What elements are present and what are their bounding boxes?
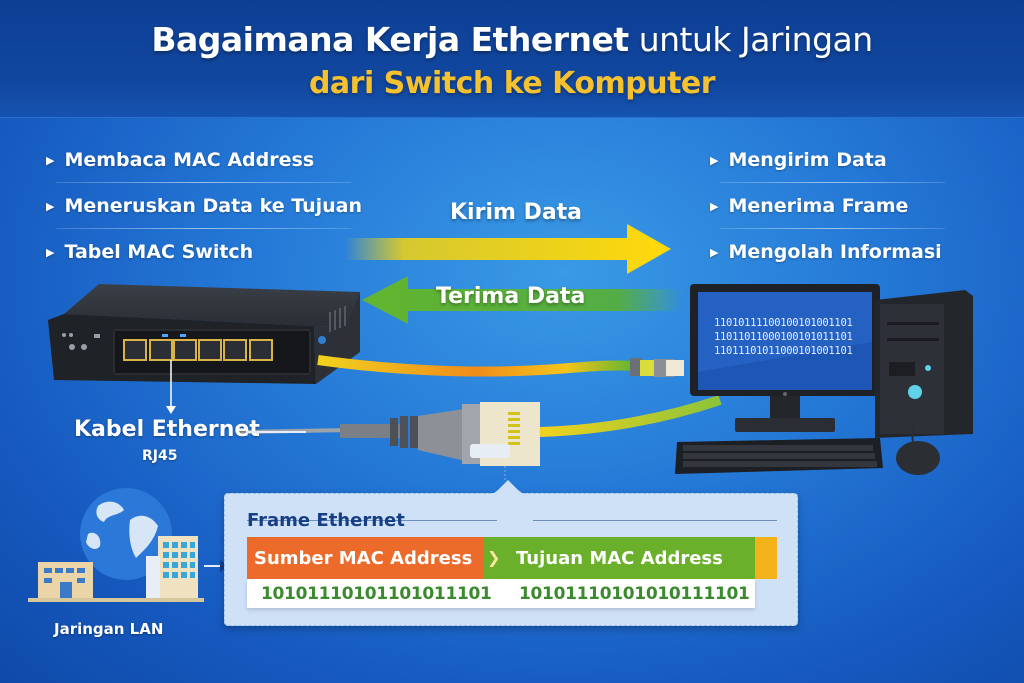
feature-label: Meneruskan Data ke Tujuan — [64, 195, 363, 217]
destination-mac-header-label: Tujuan MAC Address — [516, 547, 723, 569]
destination-mac-header: ❯ Tujuan MAC Address — [483, 537, 755, 579]
chevron-right-icon: ❯ — [487, 548, 501, 567]
cable-label: Kabel Ethernet — [74, 417, 260, 442]
feature-label: Mengirim Data — [728, 149, 887, 171]
computer-feature-item: ▶ Mengirim Data — [710, 137, 945, 183]
send-data-arrow-icon — [345, 224, 671, 274]
frame-callout-tab — [490, 480, 526, 496]
frame-title: Frame Ethernet — [247, 510, 405, 531]
computer-feature-list: ▶ Mengirim Data ▶ Menerima Frame ▶ Mengo… — [710, 137, 945, 275]
switch-pointer-line — [166, 360, 176, 414]
screen-line: 11011101011000101001101 — [714, 345, 853, 357]
feature-label: Mengolah Informasi — [728, 241, 942, 263]
feature-label: Membaca MAC Address — [64, 149, 315, 171]
title-bold: Bagaimana Kerja Ethernet — [151, 20, 629, 59]
network-switch-icon — [48, 284, 360, 384]
switch-feature-item: ▶ Tabel MAC Switch — [46, 229, 351, 275]
triangle-right-icon: ▶ — [46, 245, 55, 259]
switch-feature-list: ▶ Membaca MAC Address ▶ Meneruskan Data … — [46, 137, 362, 275]
screen-line: 11011011000100101011101 — [714, 331, 853, 343]
cable-type-label: RJ45 — [142, 448, 178, 464]
receive-data-label: Terima Data — [436, 284, 586, 309]
frame-header-row: Sumber MAC Address ❯ Tujuan MAC Address — [247, 537, 777, 579]
screen-line: 11010111100100101001101 — [714, 317, 853, 329]
triangle-right-icon: ▶ — [710, 199, 719, 213]
destination-mac-value: 10101110101010111101 — [519, 583, 750, 604]
send-data-label: Kirim Data — [450, 200, 583, 225]
header-banner: Bagaimana Kerja Ethernet untuk Jaringan … — [0, 0, 1024, 118]
computer-feature-item: ▶ Mengolah Informasi — [710, 229, 945, 275]
receive-data-arrow-icon — [362, 276, 682, 324]
lan-label: Jaringan LAN — [54, 620, 164, 638]
title-light: untuk Jaringan — [628, 20, 873, 59]
lan-globe-buildings-icon — [28, 488, 228, 602]
switch-feature-item: ▶ Meneruskan Data ke Tujuan — [46, 183, 362, 229]
triangle-right-icon: ▶ — [710, 153, 719, 167]
desktop-computer-icon — [675, 284, 973, 475]
cable-label-connector-line — [246, 431, 306, 433]
frame-table: Sumber MAC Address ❯ Tujuan MAC Address … — [247, 537, 777, 608]
computer-feature-item: ▶ Menerima Frame — [710, 183, 945, 229]
triangle-right-icon: ▶ — [710, 245, 719, 259]
switch-feature-item: ▶ Membaca MAC Address — [46, 137, 351, 183]
frame-end-segment — [755, 537, 777, 579]
source-mac-header: Sumber MAC Address — [247, 537, 483, 579]
page-subtitle: dari Switch ke Komputer — [308, 66, 716, 101]
triangle-right-icon: ▶ — [46, 199, 55, 213]
frame-value-row: 10101110101101011101 1010111010101011110… — [247, 579, 755, 608]
ethernet-cable-lower-icon — [239, 395, 722, 480]
page-title: Bagaimana Kerja Ethernet untuk Jaringan — [0, 20, 1024, 59]
computer-screen-binary: 11010111100100101001101 1101101100010010… — [714, 316, 853, 358]
ethernet-cable-upper-icon — [317, 355, 684, 377]
feature-label: Menerima Frame — [728, 195, 909, 217]
feature-label: Tabel MAC Switch — [64, 241, 254, 263]
triangle-right-icon: ▶ — [46, 153, 55, 167]
source-mac-value: 10101110101101011101 — [261, 583, 492, 604]
ethernet-frame-panel: Frame Ethernet Sumber MAC Address ❯ Tuju… — [224, 493, 798, 626]
